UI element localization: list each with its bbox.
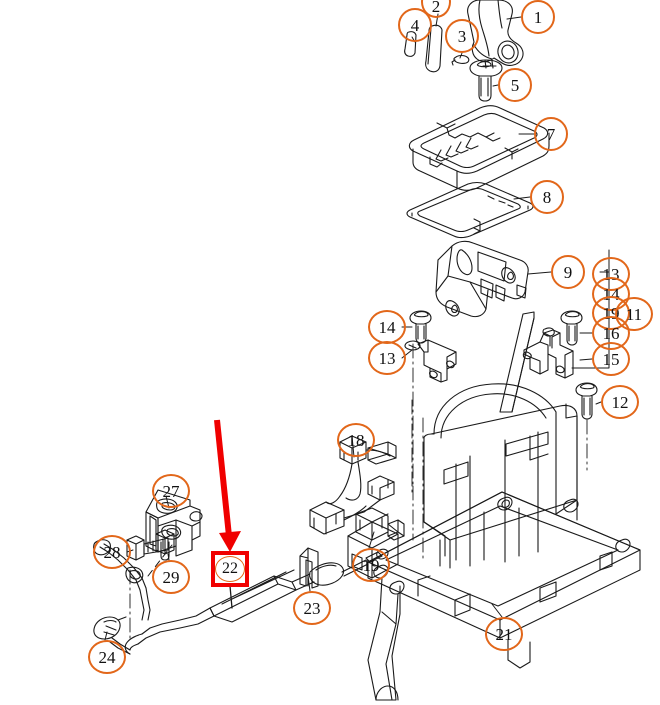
callout-24[interactable]: 24 [88,640,126,674]
callout-11[interactable]: 11 [615,297,653,331]
callout-22-leader [229,585,233,609]
callout-15[interactable]: 15 [592,342,630,376]
part-retaining-clip [299,547,319,589]
part-bolt-28 [126,535,169,561]
callout-label: 13 [378,348,396,368]
callout-8[interactable]: 8 [530,180,564,214]
callout-28[interactable]: 28 [93,535,131,569]
callout-label: 23 [303,598,321,618]
callout-9[interactable]: 9 [551,255,585,289]
callout-label: 16 [602,323,620,343]
callout-label: 29 [162,567,180,587]
part-bolt-12 [575,382,598,420]
callout-label: 19 [362,555,380,575]
part-bracket-left [404,310,457,383]
callout-22-highlighted[interactable]: 22 [211,551,249,587]
callout-29[interactable]: 29 [152,560,190,594]
callout-label: 1 [533,7,543,27]
callout-label: 15 [602,349,620,369]
callout-label: 27 [162,481,180,501]
callout-12[interactable]: 12 [601,385,639,419]
callout-label: 24 [98,647,116,667]
centre-lines [411,343,414,541]
callout-5[interactable]: 5 [498,68,532,102]
callout-label: 4 [410,15,420,35]
part-shift-cable [109,548,389,655]
part-clip-small [451,54,470,66]
callout-label: 11 [625,304,643,324]
callout-label: 21 [495,624,513,644]
part-gasket-frame [406,181,534,239]
callout-27[interactable]: 27 [152,474,190,508]
callout-19-lower[interactable]: 19 [352,548,390,582]
callout-label: 5 [510,75,520,95]
callout-4[interactable]: 4 [398,8,432,42]
callout-7[interactable]: 7 [534,117,568,151]
callout-label: 22 [222,560,238,577]
callout-23[interactable]: 23 [293,591,331,625]
callout-label: 12 [611,392,629,412]
callout-label: 3 [457,26,467,46]
callout-18[interactable]: 18 [337,423,375,457]
callout-13-left[interactable]: 13 [368,341,406,375]
callout-1[interactable]: 1 [521,0,555,34]
callout-21[interactable]: 21 [485,617,523,651]
callout-3[interactable]: 3 [445,19,479,53]
callout-label: 18 [347,430,365,450]
callout-label: 28 [103,542,121,562]
part-shift-knob [467,0,524,69]
highlight-arrow [214,419,241,552]
callout-14-left[interactable]: 14 [368,310,406,344]
part-selector-cover [435,240,529,318]
callout-label: 2 [431,0,441,16]
part-cable-end-24 [93,616,127,640]
part-screw-button [469,59,503,102]
callout-22-inner-circle: 22 [215,556,245,582]
callout-label: 9 [563,262,573,282]
callout-label: 7 [546,124,556,144]
callout-label: 14 [378,317,396,337]
part-selector-housing [423,311,578,569]
callout-label: 8 [542,187,552,207]
part-bracket-right [522,310,583,379]
